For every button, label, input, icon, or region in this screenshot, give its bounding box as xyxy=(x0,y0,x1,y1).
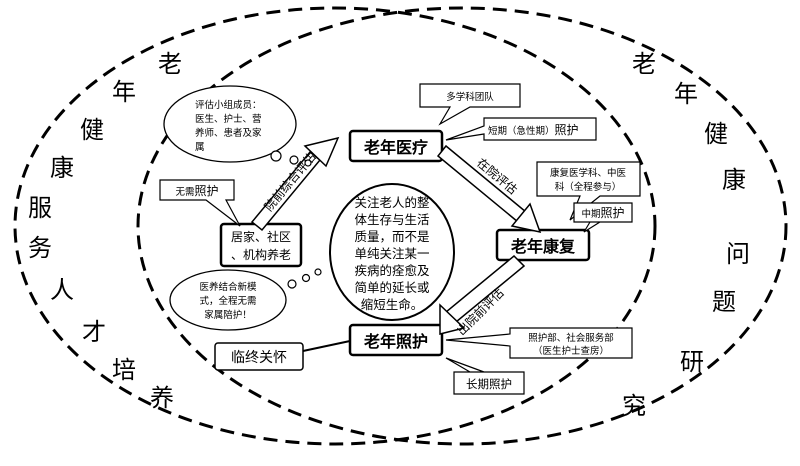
long-term-callout: 长期照护 xyxy=(445,357,525,395)
care-dept-callout: 照护部、社会服务部 （医生护士查房） xyxy=(445,327,633,359)
center-line: 简单的延长或 xyxy=(354,280,430,295)
home-node-line: 居家、社区 xyxy=(231,229,291,244)
left-arc-char: 人 xyxy=(50,276,74,304)
right-arc-char: 究 xyxy=(622,392,646,420)
assessment-team-line: 属 xyxy=(195,142,205,153)
mid-term-callout: 中期照护 xyxy=(573,202,633,233)
no-care-callout: 无需照护 xyxy=(159,179,241,227)
integrated-model-line: 家属陪护！ xyxy=(204,309,252,321)
left-arc-char: 培 xyxy=(112,356,136,384)
left-arc-char: 服 xyxy=(28,194,52,222)
left-arc-char: 老 xyxy=(158,50,182,78)
care-node-box xyxy=(348,323,444,357)
left-arc-char: 年 xyxy=(112,78,136,106)
left-arc-text: 老 年 健 康 服 务 人 才 培 养 xyxy=(28,50,182,412)
in-hospital-arrow: 在院评估 xyxy=(436,144,542,234)
mid-term-prefix: 中期 xyxy=(581,208,600,220)
right-arc-char: 题 xyxy=(712,288,736,316)
right-arc-char: 健 xyxy=(704,120,728,148)
right-dashed-ellipse xyxy=(136,6,788,446)
short-term-prefix: 短期（急性期） xyxy=(488,125,555,137)
care-dept-line: （医生护士查房） xyxy=(533,345,609,357)
center-ellipse xyxy=(329,183,455,321)
right-arc-char: 研 xyxy=(680,348,704,376)
terminal-care-node: 临终关怀 xyxy=(231,350,287,366)
short-term-callout: 短期（急性期）照护 xyxy=(445,117,597,141)
team-text: 多学科团队 xyxy=(446,91,494,103)
no-care-prefix: 无需 xyxy=(175,187,194,198)
care-node: 老年照护 xyxy=(363,332,428,351)
center-line: 关注老人的整 xyxy=(354,195,430,210)
center-line: 质量，而不是 xyxy=(354,229,430,244)
left-arc-char: 务 xyxy=(28,234,52,262)
team-callout: 多学科团队 xyxy=(419,83,521,126)
left-arc-char: 养 xyxy=(150,384,174,412)
right-arc-char: 康 xyxy=(722,166,746,194)
integrated-model-line: 医养结合新模 xyxy=(199,281,257,293)
mid-term-text: 中期照护 xyxy=(581,206,624,220)
rehab-node-box xyxy=(495,228,591,262)
rehab-staff-line: 康复医学科、中医 xyxy=(550,167,627,179)
right-arc-text: 老 年 健 康 问 题 研 究 xyxy=(622,50,750,420)
care-dept-line: 照护部、社会服务部 xyxy=(528,332,614,344)
mid-term-suffix: 照护 xyxy=(601,206,625,220)
integrated-model-line: 式，全程无需 xyxy=(199,295,256,307)
left-arc-char: 健 xyxy=(80,116,104,144)
terminal-care-box xyxy=(214,342,304,371)
right-arc-char: 年 xyxy=(674,80,698,108)
center-text: 关注老人的整 体生存与生活 质量，而不是 单纯关注某一 疾病的痊愈及 简单的延长… xyxy=(354,195,430,312)
assessment-team-line: 医生、护士、营 xyxy=(195,113,262,125)
assessment-team-line: 评估小组成员： xyxy=(195,99,262,111)
short-term-suffix: 照护 xyxy=(555,123,579,137)
right-arc-char: 问 xyxy=(726,240,750,268)
center-line: 单纯关注某一 xyxy=(354,246,429,261)
center-line: 缩短生命。 xyxy=(361,297,424,312)
terminal-connector xyxy=(302,340,351,352)
no-care-text: 无需照护 xyxy=(175,184,218,198)
center-line: 体生存与生活 xyxy=(354,212,429,227)
short-term-text: 短期（急性期）照护 xyxy=(488,123,579,137)
right-arc-char: 老 xyxy=(632,50,656,78)
rehab-staff-line: 科（全程参与） xyxy=(555,181,622,193)
left-arc-char: 才 xyxy=(82,318,106,346)
assessment-team-cloud: 评估小组成员： 医生、护士、营 养师、患者及家 属 xyxy=(163,85,312,167)
medical-node: 老年医疗 xyxy=(363,138,428,157)
long-term-text: 长期照护 xyxy=(466,377,512,391)
home-node-line: 、机构养老 xyxy=(231,247,291,262)
left-arc-char: 康 xyxy=(50,154,74,182)
left-dashed-ellipse xyxy=(13,6,657,446)
medical-node-box xyxy=(348,129,444,163)
center-line: 疾病的痊愈及 xyxy=(354,263,430,278)
no-care-suffix: 照护 xyxy=(195,184,219,198)
integrated-model-cloud: 医养结合新模 式，全程无需 家属陪护！ xyxy=(169,268,322,331)
assessment-team-line: 养师、患者及家 xyxy=(195,127,262,139)
rehab-node: 老年康复 xyxy=(510,237,576,256)
